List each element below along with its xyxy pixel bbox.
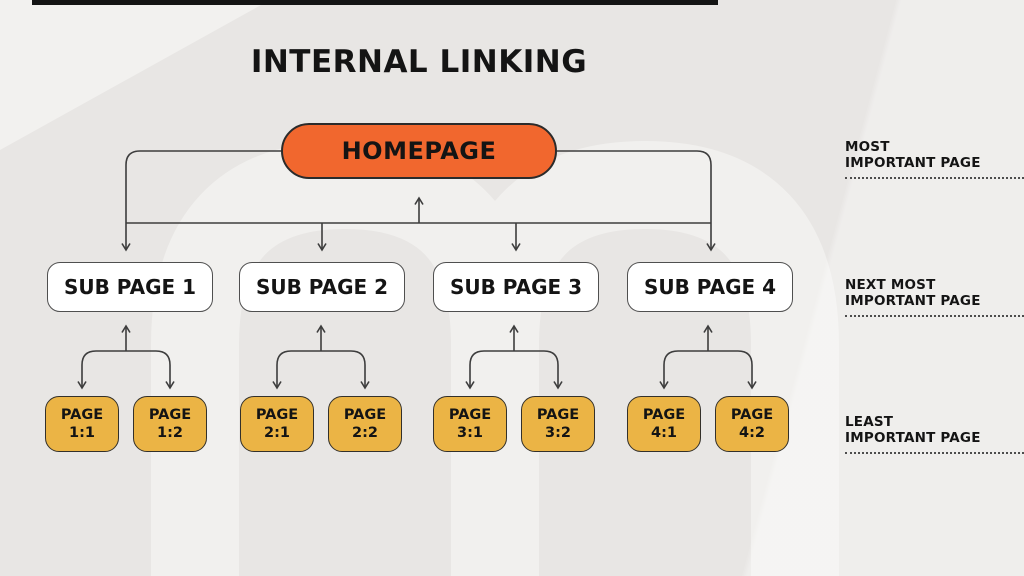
- page-4-1-number: 4:1: [651, 425, 677, 441]
- subpage-1-label: SUB PAGE 1: [63, 275, 197, 299]
- page-node-4-2: PAGE 4:2: [715, 396, 789, 452]
- page-2-1-word: PAGE: [255, 406, 299, 423]
- page-2-2-word: PAGE: [343, 406, 387, 423]
- annotation-least-line2: IMPORTANT PAGE: [845, 430, 981, 447]
- page-2-1-number: 2:1: [264, 425, 290, 441]
- page-1-2-word: PAGE: [148, 406, 192, 423]
- page-4-2-number: 4:2: [739, 425, 765, 441]
- page-node-2-1: PAGE 2:1: [240, 396, 314, 452]
- connector-sub2-to-page21: [272, 350, 292, 390]
- top-bar: [32, 0, 718, 5]
- connector-homepage-to-subpage1: [121, 150, 281, 252]
- page-4-1-word: PAGE: [642, 406, 686, 423]
- page-2-2-number: 2:2: [352, 425, 378, 441]
- annotation-next-line1: NEXT MOST: [845, 277, 936, 293]
- subpage-node-3: SUB PAGE 3: [433, 262, 599, 312]
- page-title: INTERNAL LINKING: [250, 44, 588, 80]
- subpage-2-label: SUB PAGE 2: [255, 275, 389, 299]
- page-1-1-number: 1:1: [69, 425, 95, 441]
- dotted-rule: [845, 176, 1024, 179]
- subpage-4-label: SUB PAGE 4: [643, 275, 777, 299]
- page-1-1-word: PAGE: [60, 406, 104, 423]
- connector-sub4-to-page41: [659, 350, 679, 390]
- page-3-2-number: 3:2: [545, 425, 571, 441]
- page-node-1-1: PAGE 1:1: [45, 396, 119, 452]
- connector-sub1-to-page11: [77, 350, 97, 390]
- annotation-most-line1: MOST: [845, 139, 890, 155]
- annotation-least-line1: LEAST: [845, 414, 894, 430]
- annotation-least-important: LEAST IMPORTANT PAGE: [845, 414, 1024, 454]
- page-node-3-2: PAGE 3:2: [521, 396, 595, 452]
- connector-homepage-to-subpage4: [557, 150, 716, 252]
- connector-sub1-to-page12: [155, 350, 175, 390]
- page-3-1-word: PAGE: [448, 406, 492, 423]
- subpage-node-2: SUB PAGE 2: [239, 262, 405, 312]
- page-node-1-2: PAGE 1:2: [133, 396, 207, 452]
- subpage-node-1: SUB PAGE 1: [47, 262, 213, 312]
- connector-sub4-to-page42: [737, 350, 757, 390]
- page-node-2-2: PAGE 2:2: [328, 396, 402, 452]
- annotation-most-important: MOST IMPORTANT PAGE: [845, 139, 1024, 179]
- subpage-node-4: SUB PAGE 4: [627, 262, 793, 312]
- subpage-3-label: SUB PAGE 3: [449, 275, 583, 299]
- dotted-rule: [845, 451, 1024, 454]
- page-1-2-number: 1:2: [157, 425, 183, 441]
- page-3-1-number: 3:1: [457, 425, 483, 441]
- annotation-next-most-important: NEXT MOST IMPORTANT PAGE: [845, 277, 1024, 317]
- connector-sub3-to-page32: [543, 350, 563, 390]
- annotation-most-line2: IMPORTANT PAGE: [845, 155, 981, 172]
- page-3-2-word: PAGE: [536, 406, 580, 423]
- homepage-node: HOMEPAGE: [281, 123, 557, 179]
- page-node-4-1: PAGE 4:1: [627, 396, 701, 452]
- homepage-label: HOMEPAGE: [341, 137, 497, 165]
- dotted-rule: [845, 314, 1024, 317]
- page-node-3-1: PAGE 3:1: [433, 396, 507, 452]
- page-4-2-word: PAGE: [730, 406, 774, 423]
- annotation-next-line2: IMPORTANT PAGE: [845, 293, 981, 310]
- connector-sub3-to-page31: [465, 350, 485, 390]
- connector-sub2-to-page22: [350, 350, 370, 390]
